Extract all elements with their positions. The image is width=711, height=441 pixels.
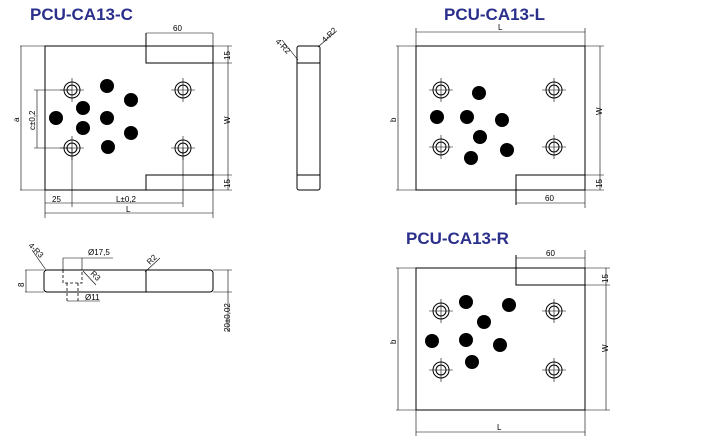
dim-8: 8 (17, 282, 26, 287)
dim-15-bottom: 15 (223, 179, 232, 188)
dim-60: 60 (173, 24, 182, 33)
title-c: PCU-CA13-C (30, 5, 133, 24)
dim-4-r3: 4-R3 (27, 241, 46, 260)
dim-60: 60 (545, 194, 554, 203)
dim-r3: R3 (89, 269, 103, 283)
dim-w: W (595, 107, 604, 115)
dim-4-r2-right: 4-R2 (320, 25, 339, 44)
dim-4-r2-left: 4-R2 (274, 37, 293, 56)
view-c-top: 60 15 15 a c±0,2 W 25 L±0,2 L (12, 24, 232, 218)
view-l-top: L b W 15 60 (389, 23, 604, 208)
dim-b: b (389, 339, 398, 344)
dim-r2: R2 (145, 252, 159, 266)
dim-l: L (497, 423, 502, 432)
dim-w: W (223, 116, 232, 124)
dim-a: a (12, 117, 21, 122)
dim-15-top: 15 (223, 51, 232, 60)
dim-l: L (498, 23, 503, 32)
dim-phi-17-5: Ø17,5 (88, 248, 110, 257)
dim-15: 15 (601, 274, 610, 283)
dim-15: 15 (595, 179, 604, 188)
mounting-holes (60, 78, 195, 160)
title-r: PCU-CA13-R (406, 229, 509, 248)
dim-phi-11: Ø11 (85, 293, 100, 302)
mounting-holes (429, 78, 566, 159)
dim-w: W (601, 344, 610, 352)
dim-20: 20±0,02 (223, 303, 232, 332)
port-holes (49, 79, 138, 154)
dim-b: b (389, 117, 398, 122)
title-l: PCU-CA13-L (444, 5, 545, 24)
dim-60: 60 (546, 249, 555, 258)
port-holes (425, 295, 516, 369)
mounting-holes (429, 299, 566, 382)
dim-l-tol: L±0,2 (116, 195, 137, 204)
view-r-top: 60 15 W b L (389, 249, 610, 436)
port-holes (430, 86, 514, 165)
dim-l: L (126, 205, 131, 214)
dim-c: c±0,2 (28, 110, 37, 130)
view-side: 4-R2 4-R2 (274, 25, 339, 191)
dim-25: 25 (52, 195, 61, 204)
view-front: Ø17,5 Ø11 4-R3 R3 R2 8 20±0,02 (17, 241, 232, 332)
